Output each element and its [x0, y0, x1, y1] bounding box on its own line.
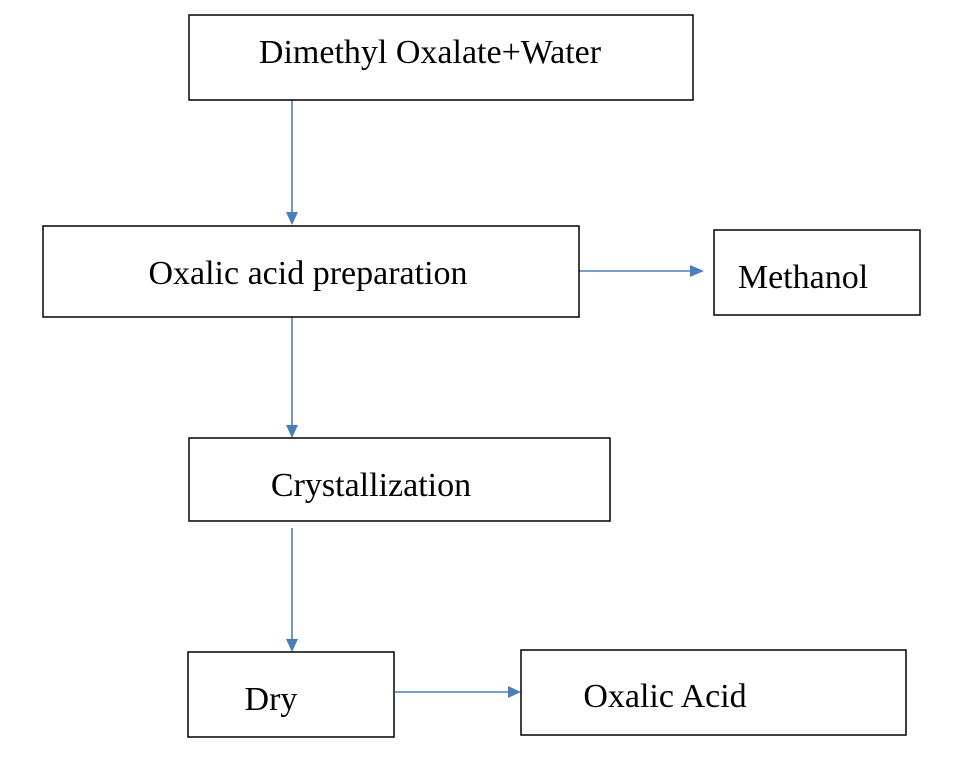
- node-crystallization-label: Crystallization: [271, 467, 471, 504]
- edges: [286, 100, 704, 698]
- node-feed: Dimethyl Oxalate+Water: [188, 14, 694, 101]
- edge-preparation-to-methanol: [579, 265, 704, 277]
- edge-feed-to-preparation: [286, 100, 298, 225]
- node-preparation: Oxalic acid preparation: [42, 225, 580, 318]
- node-feed-label: Dimethyl Oxalate+Water: [259, 34, 602, 71]
- edge-crystallization-to-dry: [286, 528, 298, 652]
- edge-dry-to-product: [395, 686, 521, 698]
- node-crystallization: Crystallization: [188, 437, 611, 522]
- node-product: Oxalic Acid: [520, 649, 907, 736]
- node-preparation-label: Oxalic acid preparation: [148, 255, 467, 292]
- node-methanol-label: Methanol: [738, 259, 868, 296]
- node-product-label: Oxalic Acid: [583, 678, 746, 715]
- node-dry-label: Dry: [245, 681, 298, 718]
- edge-preparation-to-crystallization: [286, 313, 298, 438]
- node-methanol: Methanol: [713, 229, 921, 316]
- node-dry: Dry: [187, 651, 395, 738]
